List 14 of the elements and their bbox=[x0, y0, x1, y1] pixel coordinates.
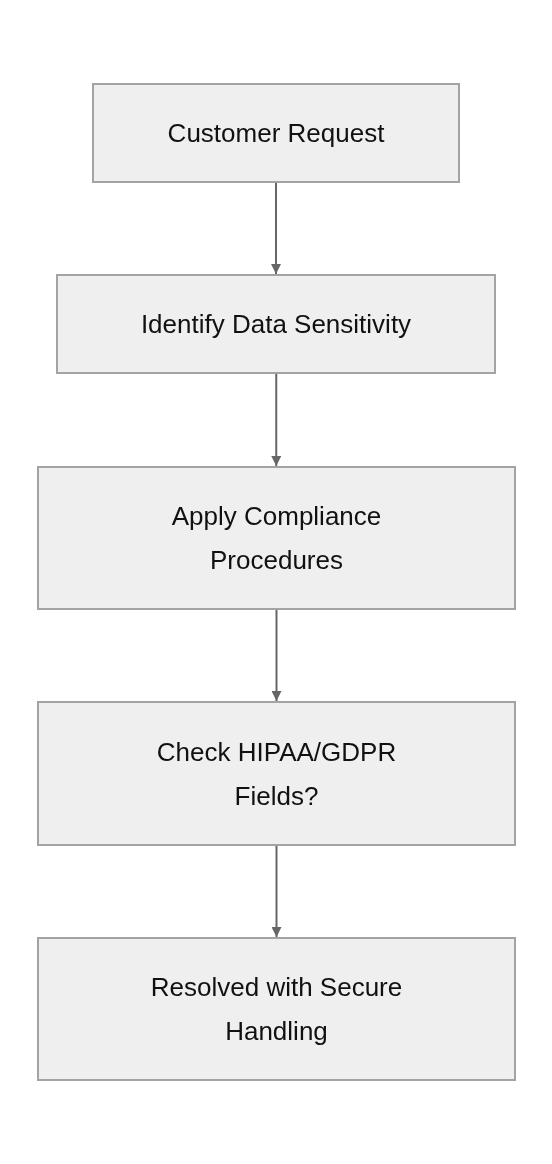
process-box bbox=[56, 274, 496, 374]
arrow bbox=[271, 182, 281, 275]
process-box bbox=[37, 701, 516, 846]
arrow bbox=[271, 609, 282, 702]
step-label: Check HIPAA/GDPR Fields? bbox=[155, 735, 398, 813]
step-label: Customer Request bbox=[167, 117, 385, 150]
arrow bbox=[271, 845, 282, 938]
process-box bbox=[37, 937, 516, 1081]
process-box bbox=[37, 466, 516, 610]
step-label: Apply Compliance Procedures bbox=[170, 500, 383, 577]
process-box bbox=[92, 83, 460, 183]
arrow bbox=[271, 373, 282, 467]
step-label: Identify Data Sensitivity bbox=[140, 308, 412, 341]
step-label: Resolved with Secure Handling bbox=[149, 971, 404, 1048]
